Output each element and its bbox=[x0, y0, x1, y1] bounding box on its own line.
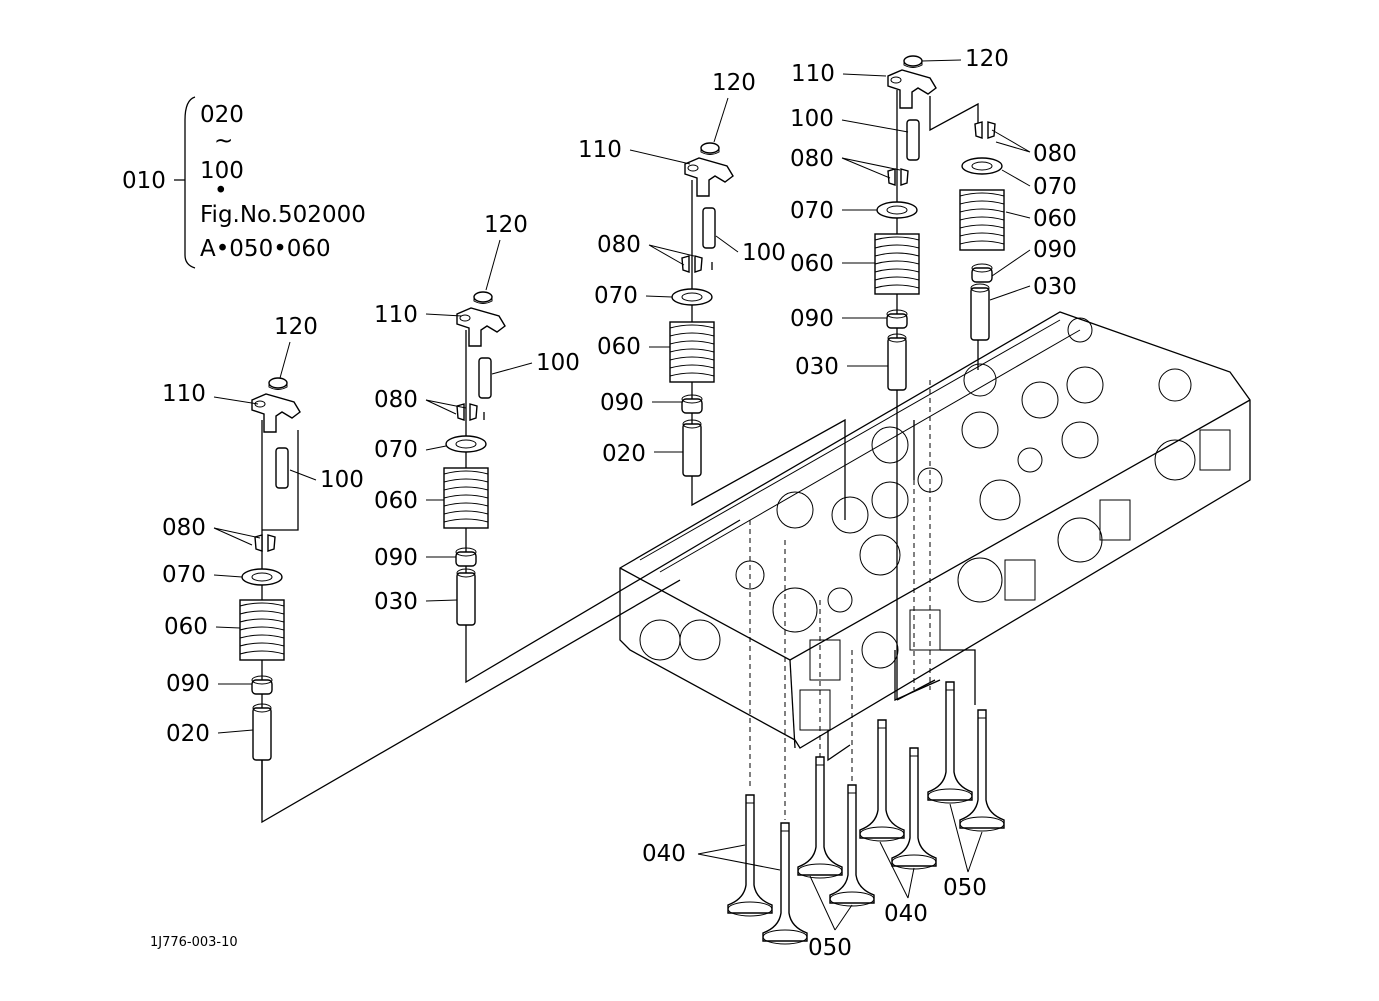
stack2-label-060: 060 bbox=[374, 488, 418, 514]
stack1-label-090: 090 bbox=[166, 671, 210, 697]
stack4-label-100: 100 bbox=[790, 106, 834, 132]
stack3-guide-icon bbox=[682, 419, 702, 477]
figure-code: 1J776-003-10 bbox=[150, 935, 238, 950]
stack1-guide-icon bbox=[252, 703, 272, 761]
stack5-seal-icon bbox=[971, 263, 993, 283]
stack3-label-080: 080 bbox=[597, 232, 641, 258]
valve-stack-2: 120 110 100 080 070 060 090 030 bbox=[374, 212, 741, 684]
stack2-label-guide: 030 bbox=[374, 589, 418, 615]
assembly-legend: 010 020 ~ 100 • Fig.No.502000 A•050•060 bbox=[122, 96, 366, 269]
stack1-label-060: 060 bbox=[164, 614, 208, 640]
stack3-label-100: 100 bbox=[742, 240, 786, 266]
stack3-label-guide: 020 bbox=[602, 441, 646, 467]
stack2-rocker-arm-icon bbox=[456, 307, 506, 347]
stack2-label-070: 070 bbox=[374, 437, 418, 463]
legend-figure-ref: Fig.No.502000 bbox=[200, 202, 366, 228]
stack4-spring-icon bbox=[874, 233, 920, 295]
stack2-label-100: 100 bbox=[536, 350, 580, 376]
valve-label-left-exhaust: 050 bbox=[808, 935, 852, 961]
stack4-cap-icon bbox=[903, 55, 923, 69]
valve-intake-3-icon bbox=[859, 719, 905, 842]
stack1-label-070: 070 bbox=[162, 562, 206, 588]
stack1-pushrod-icon bbox=[275, 447, 289, 489]
stack4-label-090: 090 bbox=[790, 306, 834, 332]
stack1-rocker-arm-icon bbox=[251, 393, 301, 433]
stack4-label-070: 070 bbox=[790, 198, 834, 224]
stack1-label-guide: 020 bbox=[166, 721, 210, 747]
cylinder-head bbox=[619, 311, 1251, 749]
stack2-label-110: 110 bbox=[374, 302, 418, 328]
stack4-label-080: 080 bbox=[790, 146, 834, 172]
valve-exhaust-3-icon bbox=[927, 681, 973, 804]
valve-label-right-exhaust: 050 bbox=[943, 875, 987, 901]
stack3-label-090: 090 bbox=[600, 390, 644, 416]
valve-exhaust-2-icon bbox=[829, 784, 875, 907]
stack4-label-110: 110 bbox=[791, 61, 835, 87]
stack5-label-090: 090 bbox=[1033, 237, 1077, 263]
stack4-rocker-arm-icon bbox=[887, 69, 937, 109]
stack1-cap-icon bbox=[268, 377, 288, 391]
stack3-cap-icon bbox=[700, 142, 720, 156]
valve-intake-4-icon bbox=[891, 747, 937, 870]
stack4-label-120: 120 bbox=[965, 46, 1009, 72]
valve-intake-1-icon bbox=[727, 794, 773, 917]
stack2-label-090: 090 bbox=[374, 545, 418, 571]
valve-exhaust-1-icon bbox=[797, 756, 843, 879]
legend-range-end: 100 bbox=[200, 158, 244, 184]
stack5-label-guide: 030 bbox=[1033, 274, 1077, 300]
stack3-label-120: 120 bbox=[712, 70, 756, 96]
valve-stack-3: 120 110 100 080 070 060 090 020 bbox=[578, 70, 846, 520]
stack2-retainer-icon bbox=[445, 435, 487, 453]
stack2-pushrod-icon bbox=[478, 357, 492, 399]
stack3-retainer-icon bbox=[671, 288, 713, 306]
stack1-label-080: 080 bbox=[162, 515, 206, 541]
legend-dot: • bbox=[214, 178, 228, 204]
stack2-label-120: 120 bbox=[484, 212, 528, 238]
stack5-label-060: 060 bbox=[1033, 206, 1077, 232]
stack1-label-100: 100 bbox=[320, 467, 364, 493]
stack3-pushrod-icon bbox=[702, 207, 716, 249]
legend-range-sep: ~ bbox=[214, 128, 233, 154]
stack5-label-070: 070 bbox=[1033, 174, 1077, 200]
stack1-label-110: 110 bbox=[162, 381, 206, 407]
stack5-guide-icon bbox=[970, 283, 990, 341]
stack1-spring-icon bbox=[239, 599, 285, 661]
valves: 040 050 040 050 bbox=[642, 520, 1005, 961]
stack2-cap-icon bbox=[473, 291, 493, 305]
stack2-guide-icon bbox=[456, 568, 476, 626]
stack2-spring-icon bbox=[443, 467, 489, 529]
stack4-retainer-icon bbox=[876, 201, 918, 219]
legend-assembly-number: 010 bbox=[122, 168, 166, 194]
stack4-label-060: 060 bbox=[790, 251, 834, 277]
stack4-pushrod-icon bbox=[906, 119, 920, 161]
stack3-label-070: 070 bbox=[594, 283, 638, 309]
legend-extra-ref: A•050•060 bbox=[200, 236, 331, 262]
stack3-spring-icon bbox=[669, 321, 715, 383]
valve-intake-2-icon bbox=[762, 822, 808, 945]
legend-range-start: 020 bbox=[200, 102, 244, 128]
stack1-retainer-icon bbox=[241, 568, 283, 586]
valve-exhaust-4-icon bbox=[959, 709, 1005, 832]
valve-label-left-intake: 040 bbox=[642, 841, 686, 867]
valve-label-right-intake: 040 bbox=[884, 901, 928, 927]
stack5-spring-icon bbox=[959, 189, 1005, 251]
stack4-collet-icon bbox=[887, 168, 909, 186]
stack5-label-080: 080 bbox=[1033, 141, 1077, 167]
stack2-label-080: 080 bbox=[374, 387, 418, 413]
stack3-label-060: 060 bbox=[597, 334, 641, 360]
stack3-label-110: 110 bbox=[578, 137, 622, 163]
stack4-guide-icon bbox=[887, 333, 907, 391]
valve-stack-5: 080 070 060 090 030 bbox=[913, 121, 1077, 690]
stack4-label-guide: 030 bbox=[795, 354, 839, 380]
stack1-label-120: 120 bbox=[274, 314, 318, 340]
valve-stack-1: 120 110 100 080 070 060 090 020 bbox=[162, 314, 681, 824]
stack5-retainer-icon bbox=[961, 157, 1003, 175]
